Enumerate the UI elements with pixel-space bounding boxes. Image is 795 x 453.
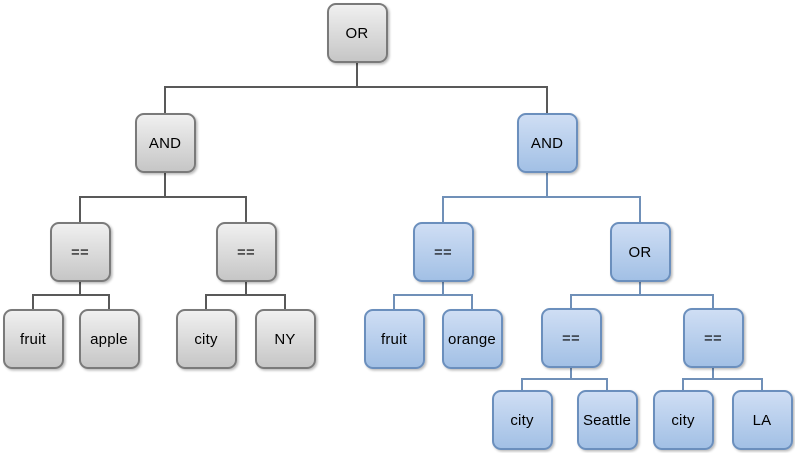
tree-node-label: AND (530, 134, 564, 152)
tree-node-leaf-city-la: city (652, 390, 714, 450)
connector-rail-eq-city-seattle (521, 378, 608, 380)
connector-child-stub-leaf-seattle (606, 378, 608, 392)
connector-child-stub-eq-fruit-orange (442, 196, 444, 224)
tree-node-label: fruit (19, 330, 46, 348)
connector-rail-root-or (164, 86, 548, 88)
tree-node-leaf-orange: orange (441, 309, 503, 369)
connector-rail-eq-fruit-apple (32, 294, 110, 296)
connector-parent-stub-eq-city-ny (245, 282, 247, 296)
tree-node-eq-city-ny: == (215, 222, 277, 282)
tree-node-label: apple (90, 330, 128, 348)
tree-node-leaf-city-seattle: city (491, 390, 553, 450)
connector-child-stub-or-right (639, 196, 641, 224)
connector-rail-or-right (570, 294, 714, 296)
connector-rail-and-right (442, 196, 641, 198)
connector-parent-stub-or-right (639, 282, 641, 296)
tree-node-eq-city-la: == (682, 308, 744, 368)
connector-child-stub-eq-city-la (712, 294, 714, 310)
connector-child-stub-leaf-city-left (205, 294, 207, 311)
tree-node-label: == (704, 329, 722, 347)
connector-child-stub-leaf-city-la (682, 378, 684, 392)
connector-rail-and-left (79, 196, 247, 198)
connector-child-stub-and-left (164, 86, 166, 115)
connector-child-stub-eq-city-seattle (570, 294, 572, 310)
tree-node-label: LA (752, 411, 772, 429)
tree-node-label: == (562, 329, 580, 347)
tree-node-leaf-fruit-left: fruit (2, 309, 64, 369)
tree-node-label: city (510, 411, 534, 429)
tree-node-label: city (671, 411, 695, 429)
connector-parent-stub-eq-city-seattle (570, 368, 572, 380)
tree-node-eq-fruit-apple: == (49, 222, 111, 282)
tree-node-leaf-apple: apple (78, 309, 140, 369)
tree-node-label: NY (274, 330, 296, 348)
connector-parent-stub-eq-fruit-apple (79, 282, 81, 296)
tree-node-label: city (194, 330, 218, 348)
tree-node-and-left: AND (134, 113, 196, 173)
tree-node-label: fruit (380, 330, 407, 348)
connector-child-stub-leaf-ny (284, 294, 286, 311)
connector-parent-stub-eq-fruit-orange (442, 282, 444, 296)
tree-node-or-right: OR (609, 222, 671, 282)
connector-parent-stub-and-left (164, 173, 166, 198)
tree-node-label: orange (448, 330, 496, 348)
tree-node-leaf-fruit-right: fruit (363, 309, 425, 369)
tree-node-leaf-city-left: city (175, 309, 237, 369)
tree-node-leaf-ny: NY (254, 309, 316, 369)
tree-node-root-or: OR (326, 3, 388, 63)
tree-node-label: == (237, 243, 255, 261)
connector-child-stub-and-right (546, 86, 548, 115)
connector-child-stub-eq-fruit-apple (79, 196, 81, 224)
tree-node-label: == (434, 243, 452, 261)
tree-node-label: == (71, 243, 89, 261)
tree-node-leaf-seattle: Seattle (576, 390, 638, 450)
tree-node-label: AND (148, 134, 182, 152)
tree-node-label: Seattle (582, 411, 632, 429)
connector-parent-stub-and-right (546, 173, 548, 198)
connector-parent-stub-eq-city-la (712, 368, 714, 380)
connector-child-stub-eq-city-ny (245, 196, 247, 224)
tree-node-label: OR (628, 243, 652, 261)
tree-node-leaf-la: LA (731, 390, 793, 450)
connector-parent-stub-root-or (356, 63, 358, 88)
connector-rail-eq-city-la (682, 378, 763, 380)
connector-rail-eq-city-ny (205, 294, 286, 296)
tree-node-eq-city-seattle: == (540, 308, 602, 368)
connector-child-stub-leaf-fruit-right (393, 294, 395, 311)
tree-node-eq-fruit-orange: == (412, 222, 474, 282)
connector-rail-eq-fruit-orange (393, 294, 473, 296)
tree-node-label: OR (345, 24, 369, 42)
connector-child-stub-leaf-orange (471, 294, 473, 311)
connector-child-stub-leaf-apple (108, 294, 110, 311)
connector-child-stub-leaf-la (761, 378, 763, 392)
connector-child-stub-leaf-city-seattle (521, 378, 523, 392)
tree-node-and-right: AND (516, 113, 578, 173)
connector-child-stub-leaf-fruit-left (32, 294, 34, 311)
